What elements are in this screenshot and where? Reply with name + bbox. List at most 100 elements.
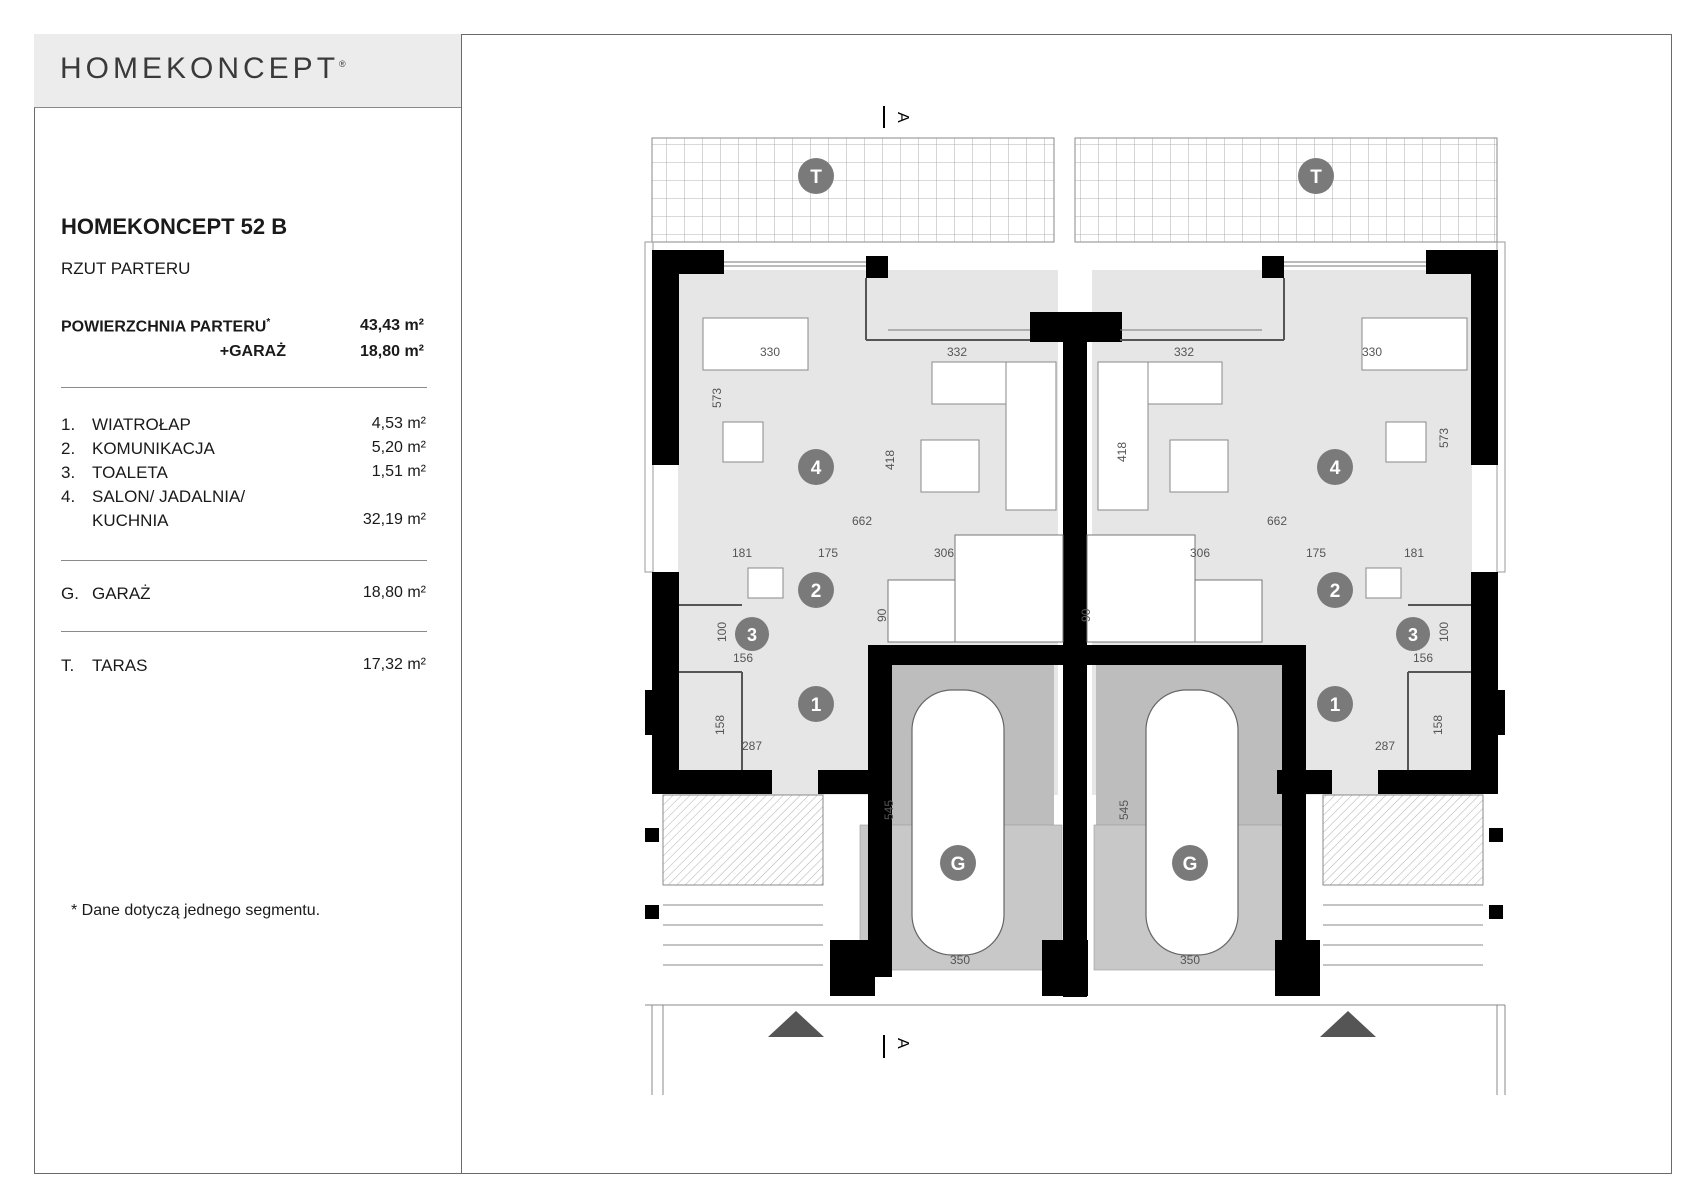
marker-garage-left [940,845,976,881]
partitions [679,278,1471,770]
terrace-right [1074,137,1498,243]
marker-entry-left [798,686,834,722]
terrace-area: 17,32 m² [362,656,426,673]
ground-area-label: POWIERZCHNIA PARTERU* [61,317,271,336]
furniture [702,317,1468,599]
marker-hall-right [1317,572,1353,608]
svg-text:156: 156 [1413,651,1433,665]
svg-text:4: 4 [1330,458,1341,479]
svg-text:1: 1 [811,695,822,716]
entry-paving-right [1322,794,1484,886]
svg-text:156: 156 [733,651,753,665]
room-name: TOALETA [92,463,168,482]
svg-text:100: 100 [1437,622,1451,642]
terrace-num: T. [61,656,75,675]
svg-text:90: 90 [875,608,889,622]
marker-salon-right [1317,449,1353,485]
cars [911,689,1239,956]
svg-text:158: 158 [713,715,727,735]
logo-box: HOMEKONCEPT® [34,34,461,108]
marker-entry-right [1317,686,1353,722]
svg-text:100: 100 [715,622,729,642]
stairs [887,534,1263,643]
room-name-line2: KUCHNIA [92,511,169,530]
glazing [724,261,1426,331]
svg-text:573: 573 [710,388,724,408]
svg-text:2: 2 [1330,581,1341,602]
plan-name: RZUT PARTERU [61,259,191,278]
project-title: HOMEKONCEPT 52 B [61,214,288,239]
marker-terrace-right [1298,158,1334,194]
room-markers: T T 4 4 2 2 3 3 1 1 G G [735,158,1430,881]
svg-text:306: 306 [934,546,954,560]
svg-text:G: G [1183,854,1198,875]
terrace-left [651,137,1055,243]
svg-text:A: A [894,112,911,123]
room-name: SALON/ JADALNIA/ [92,487,246,506]
garage-area-label: +GARAŻ [219,343,286,360]
divider [61,560,427,561]
svg-text:330: 330 [760,345,780,359]
marker-terrace-left [798,158,834,194]
side-strip [1496,241,1506,573]
svg-text:A: A [894,1038,911,1049]
svg-text:T: T [1310,167,1322,188]
svg-text:350: 350 [1180,953,1200,967]
entry-steps [645,904,1506,1095]
room-area: 1,51 m² [371,463,426,480]
room-area: 4,53 m² [371,415,426,432]
svg-text:662: 662 [1267,514,1287,528]
svg-text:287: 287 [742,739,762,753]
svg-text:T: T [810,167,822,188]
svg-text:181: 181 [1404,546,1424,560]
garage-area: 18,80 m² [362,584,426,601]
room-area: 5,20 m² [371,439,426,456]
walls [645,250,1505,997]
garage-area-value: 18,80 m² [359,343,424,360]
svg-text:158: 158 [1431,715,1445,735]
svg-text:545: 545 [882,800,896,820]
svg-text:545: 545 [1117,800,1131,820]
svg-text:418: 418 [883,450,897,470]
garage-num: G. [61,584,79,603]
sheet-frame [34,34,1672,1174]
svg-text:175: 175 [1306,546,1326,560]
entry-arrow-left [768,1011,824,1037]
svg-text:573: 573 [1437,428,1451,448]
svg-text:662: 662 [852,514,872,528]
svg-text:332: 332 [1174,345,1194,359]
brand-logo: HOMEKONCEPT® [60,52,346,85]
entry-paving-left [662,794,824,886]
svg-text:4: 4 [811,458,822,479]
marker-hall-left [798,572,834,608]
svg-text:330: 330 [1362,345,1382,359]
svg-text:418: 418 [1115,442,1129,462]
room-num: 3. [61,463,76,482]
divider [61,631,427,632]
section-markers: A A [883,106,911,1058]
room-name: KOMUNIKACJA [92,439,215,458]
terrace-name: TARAS [92,656,148,675]
footnote: * Dane dotyczą jednego segmentu. [71,902,321,919]
svg-text:2: 2 [811,581,822,602]
svg-text:G: G [951,854,966,875]
room-num: 4. [61,487,76,506]
svg-text:332: 332 [947,345,967,359]
room-area: 32,19 m² [362,511,426,528]
room-num: 2. [61,439,76,458]
svg-text:90: 90 [1079,608,1093,622]
svg-text:306: 306 [1190,546,1210,560]
ground-area-value: 43,43 m² [359,317,424,334]
svg-text:1: 1 [1330,695,1341,716]
info-panel: HOMEKONCEPT® HOMEKONCEPT 52 B RZUT PARTE… [34,34,462,1174]
svg-text:350: 350 [950,953,970,967]
room-num: 1. [61,415,76,434]
room-name: WIATROŁAP [92,415,191,434]
svg-text:175: 175 [818,546,838,560]
side-strip [644,241,654,573]
entry-arrow-right [1320,1011,1376,1037]
svg-text:3: 3 [1408,625,1418,645]
marker-wc-left [735,617,769,651]
